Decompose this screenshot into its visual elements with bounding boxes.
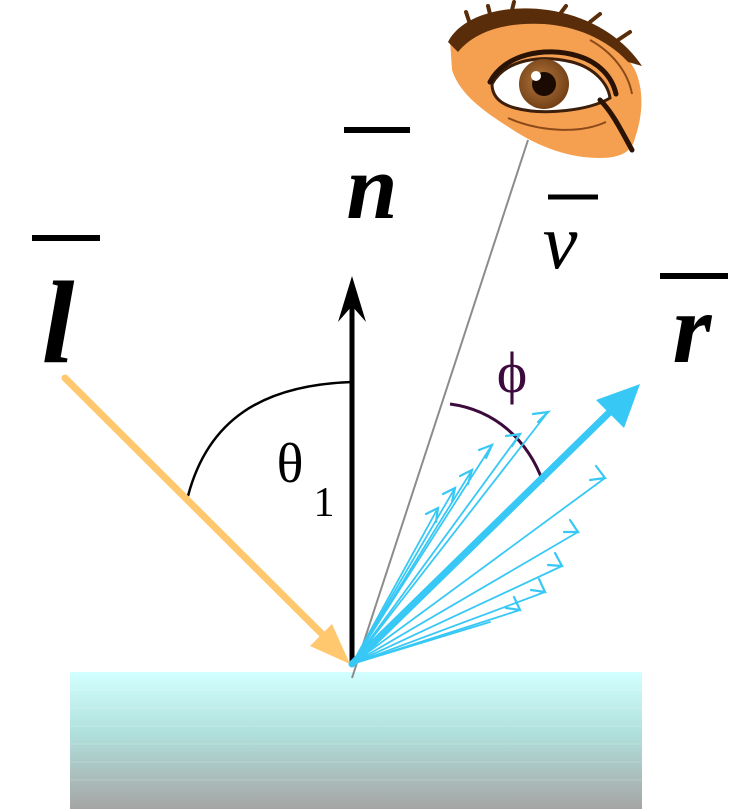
- theta-subscript: 1: [314, 480, 335, 526]
- normal-label-text: n: [346, 136, 397, 238]
- theta-symbol: θ: [277, 433, 304, 495]
- theta-angle-arc: [186, 380, 353, 497]
- light-arrow: [61, 374, 350, 664]
- reflected-rays: [351, 410, 608, 665]
- normal-arrow: [338, 276, 366, 664]
- reflecting-surface: [70, 672, 642, 809]
- normal-label: n: [344, 127, 410, 238]
- reflection-arrow: [348, 384, 640, 668]
- reflect-label-text: r: [673, 273, 713, 384]
- eye-icon: [448, 0, 642, 159]
- view-label-text: v: [543, 198, 578, 285]
- reflect-label: r: [660, 273, 728, 384]
- light-label: l: [32, 235, 100, 388]
- phi-angle-arc: [449, 402, 545, 483]
- theta-label: θ 1: [277, 433, 335, 526]
- view-vector-line: [351, 139, 529, 679]
- light-label-text: l: [42, 257, 75, 388]
- view-label: v: [543, 194, 598, 285]
- phi-label: ϕ: [497, 340, 528, 405]
